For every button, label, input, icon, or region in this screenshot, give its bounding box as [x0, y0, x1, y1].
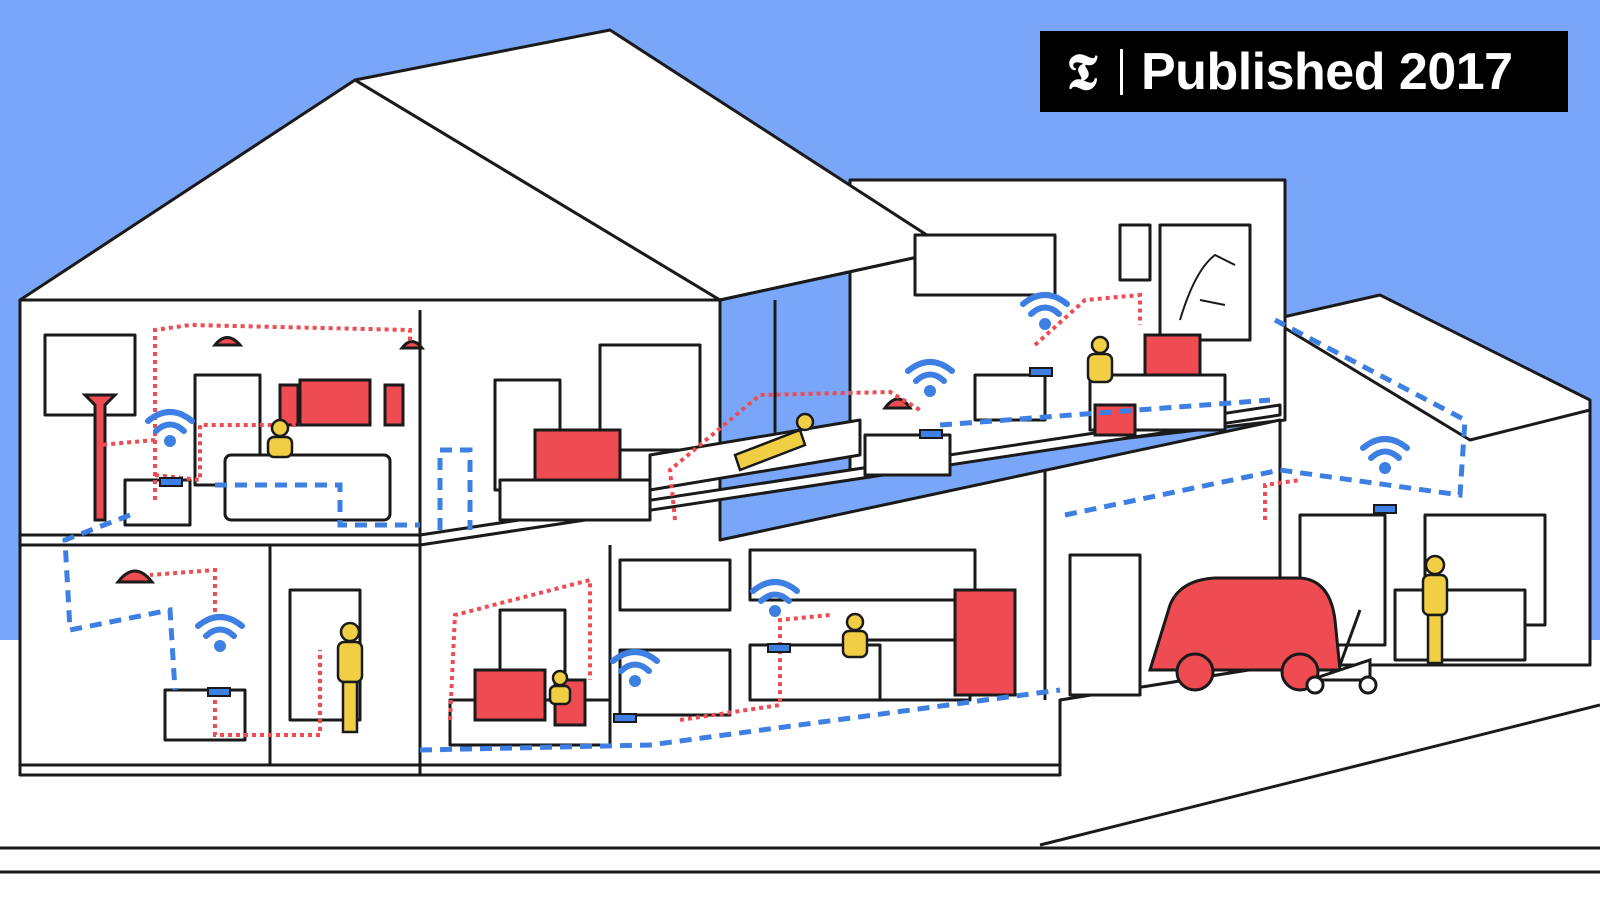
sofa — [223, 453, 392, 522]
wifi-path-entry — [62, 512, 178, 691]
wired-path-kitchen — [679, 613, 831, 722]
wifi-icon — [195, 614, 245, 652]
wifi-icon — [145, 409, 195, 447]
tv-stand-bedroom — [498, 478, 652, 522]
refrigerator — [953, 588, 1017, 697]
floor-lamp — [81, 393, 119, 522]
router-icon — [207, 687, 231, 697]
kitchen-upper-cabinet-left — [618, 558, 732, 612]
side-table — [123, 478, 192, 527]
poster-frame — [1158, 223, 1252, 342]
wired-path-living — [153, 322, 412, 500]
router-icon — [1029, 367, 1053, 377]
kitchen-upper-cabinets — [748, 548, 977, 602]
person-icon — [336, 621, 364, 734]
wired-path-entry — [149, 567, 322, 737]
router-icon — [159, 477, 183, 487]
wall-light-left — [211, 336, 244, 347]
speaker-right — [383, 383, 405, 427]
wifi-path-garage — [1064, 317, 1468, 518]
wifi-path-ground-floor — [419, 687, 1061, 753]
person-icon — [733, 412, 815, 472]
car — [1147, 576, 1342, 672]
speaker-left — [278, 383, 300, 427]
person-icon — [266, 418, 294, 459]
router-icon — [919, 429, 943, 439]
bedroom-tv — [533, 428, 622, 482]
garage-roof-line — [1279, 323, 1591, 442]
badge-separator — [1120, 48, 1123, 95]
wired-path-garage — [1263, 478, 1301, 520]
garage-interior-door — [1068, 553, 1142, 697]
wifi-icon — [905, 359, 955, 397]
dresser — [973, 373, 1047, 422]
window-upper — [913, 233, 1057, 297]
nightstand — [863, 433, 952, 477]
desk-chair — [1093, 403, 1137, 437]
router-icon — [767, 643, 791, 653]
kitchen-lower-cabinet — [618, 648, 732, 717]
wifi-path-upper — [939, 397, 1271, 428]
wifi-icon — [750, 579, 800, 617]
person-icon — [841, 612, 869, 659]
router-icon — [1373, 504, 1397, 514]
car-wheel-front — [1175, 652, 1215, 692]
person-icon — [1421, 554, 1449, 665]
wifi-icon — [1020, 292, 1070, 330]
ceiling-lamp — [114, 569, 156, 584]
published-label: Published 2017 — [1141, 42, 1513, 101]
wired-path-bedroom — [667, 389, 922, 521]
window-living — [43, 333, 137, 417]
wifi-icon — [610, 649, 660, 687]
wired-path-living-tv — [99, 423, 300, 483]
entry-table — [163, 688, 247, 742]
published-badge: 𝕿 Published 2017 — [1040, 31, 1568, 112]
living-room-tv — [298, 378, 372, 427]
roof-eave — [719, 248, 951, 302]
person-icon — [1086, 335, 1114, 384]
lawn-mower-icon — [1305, 609, 1378, 695]
router-icon — [613, 713, 637, 723]
wired-path-study — [1033, 292, 1142, 347]
wifi-path-hall — [437, 447, 473, 530]
person-icon — [548, 669, 572, 706]
wifi-path-living — [215, 482, 420, 528]
left-floor-slab — [18, 533, 422, 547]
poster-artwork — [1179, 253, 1236, 321]
workbench — [1393, 588, 1527, 662]
desk-monitor — [1143, 333, 1202, 377]
nyt-logo-icon: 𝕿 — [1066, 41, 1098, 101]
driveway-edge — [1039, 703, 1600, 847]
family-room-tv — [473, 668, 547, 722]
wifi-icon — [1360, 436, 1410, 474]
wall-picture — [1118, 223, 1152, 282]
